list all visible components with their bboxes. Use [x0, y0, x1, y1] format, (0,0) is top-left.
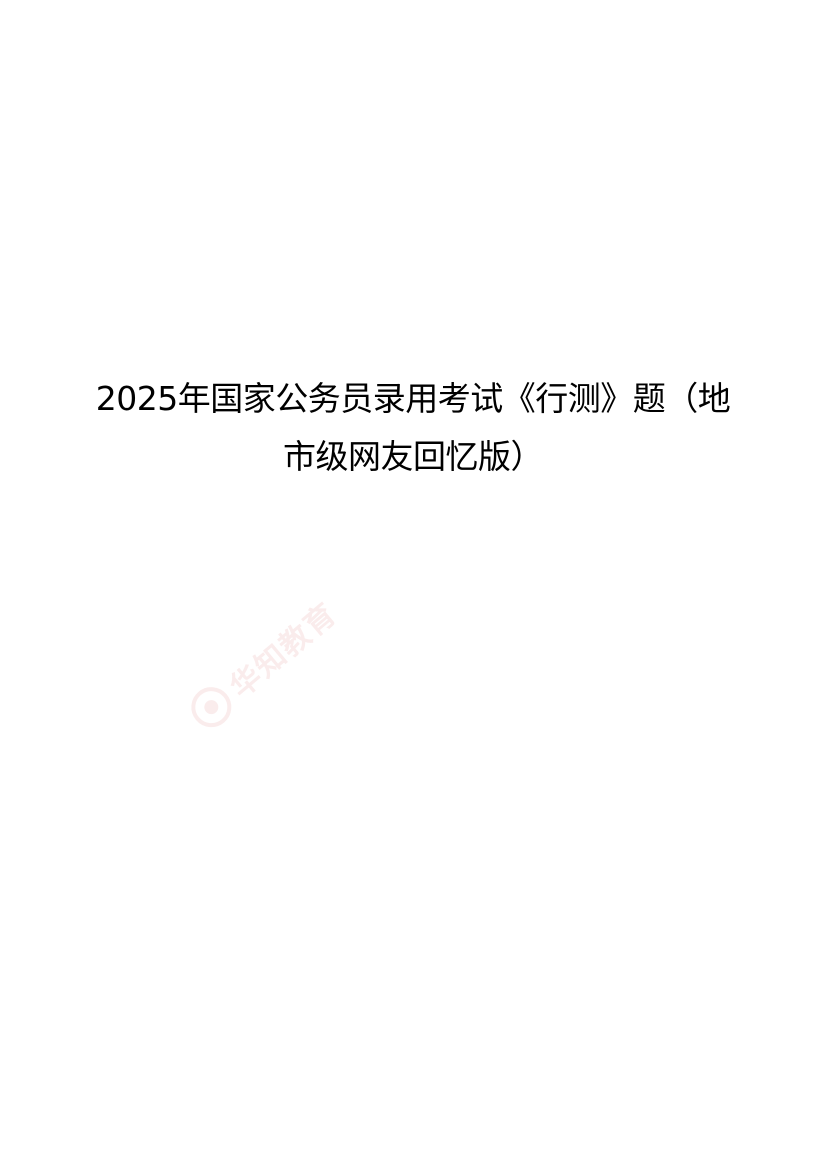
watermark-text: 华知教育	[223, 596, 345, 706]
watermark: 华知教育	[177, 568, 369, 743]
title-line-2: 市级网友回忆版）	[283, 437, 544, 476]
document-title: 2025年国家公务员录用考试《行测》题（地 市级网友回忆版）	[40, 370, 786, 486]
title-line-1: 2025年国家公务员录用考试《行测》题（地	[95, 379, 731, 418]
